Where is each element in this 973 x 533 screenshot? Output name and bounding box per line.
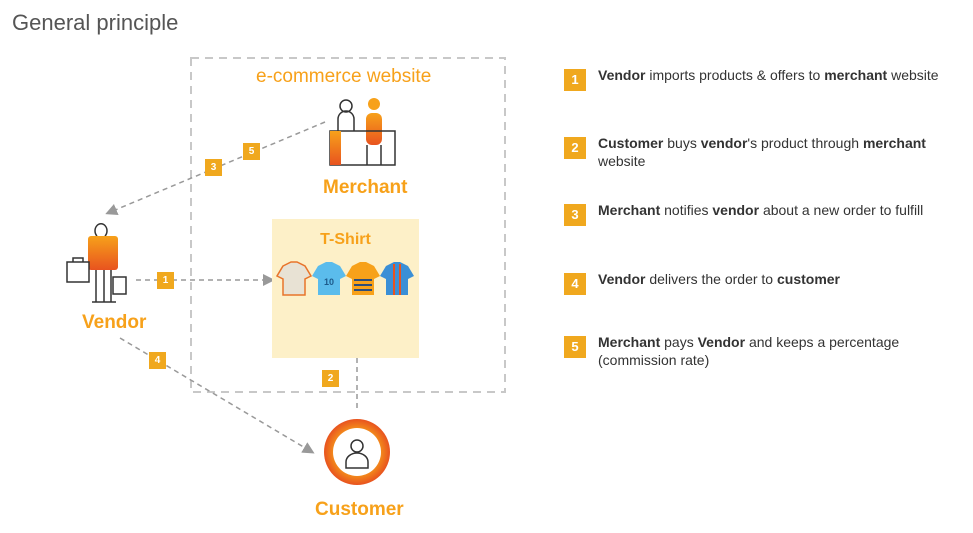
tshirt-icon-blue: 10 (312, 262, 346, 295)
flow-badge-5: 5 (243, 143, 260, 160)
ecommerce-container (190, 57, 506, 393)
step-item: 2 Customer buys vendor's product through … (564, 134, 944, 170)
customer-label: Customer (315, 499, 404, 520)
step-text: Vendor delivers the order to customer (598, 271, 841, 287)
step-text: Merchant pays Vendor and keeps a percent… (598, 334, 900, 368)
merchant-icon (329, 98, 396, 166)
step-text: Merchant notifies vendor about a new ord… (598, 202, 924, 218)
tshirt-icons: 10 (275, 261, 414, 296)
step-text: Customer buys vendor's product through m… (598, 135, 926, 169)
step-number-badge: 2 (564, 137, 586, 159)
step-number-badge: 5 (564, 336, 586, 358)
vendor-icon (66, 223, 127, 303)
vendor-label: Vendor (82, 312, 147, 333)
step-item: 5 Merchant pays Vendor and keeps a percen… (564, 333, 944, 369)
merchant-label: Merchant (323, 177, 408, 198)
tshirt-icon-striped (380, 262, 414, 295)
customer-icon (324, 419, 390, 485)
step-number-badge: 3 (564, 204, 586, 226)
step-text: Vendor imports products & offers to merc… (598, 67, 939, 83)
ecommerce-label: e-commerce website (256, 66, 432, 87)
flow-badge-4: 4 (149, 352, 166, 369)
step-item: 3 Merchant notifies vendor about a new or… (564, 201, 944, 226)
step-number-badge: 4 (564, 273, 586, 295)
flow-badge-3: 3 (205, 159, 222, 176)
tshirt-icon-white (275, 261, 313, 296)
step-number-badge: 1 (564, 69, 586, 91)
step-item: 1 Vendor imports products & offers to mer… (564, 66, 944, 91)
product-panel-title: T-Shirt (320, 231, 371, 248)
product-panel: T-Shirt 10 (272, 219, 419, 358)
step-item: 4 Vendor delivers the order to customer (564, 270, 944, 295)
page-title: General principle (12, 10, 179, 35)
svg-text:10: 10 (324, 277, 334, 287)
tshirt-icon-orange (346, 262, 380, 295)
flow-badge-2: 2 (322, 370, 339, 387)
flow-badge-1: 1 (157, 272, 174, 289)
